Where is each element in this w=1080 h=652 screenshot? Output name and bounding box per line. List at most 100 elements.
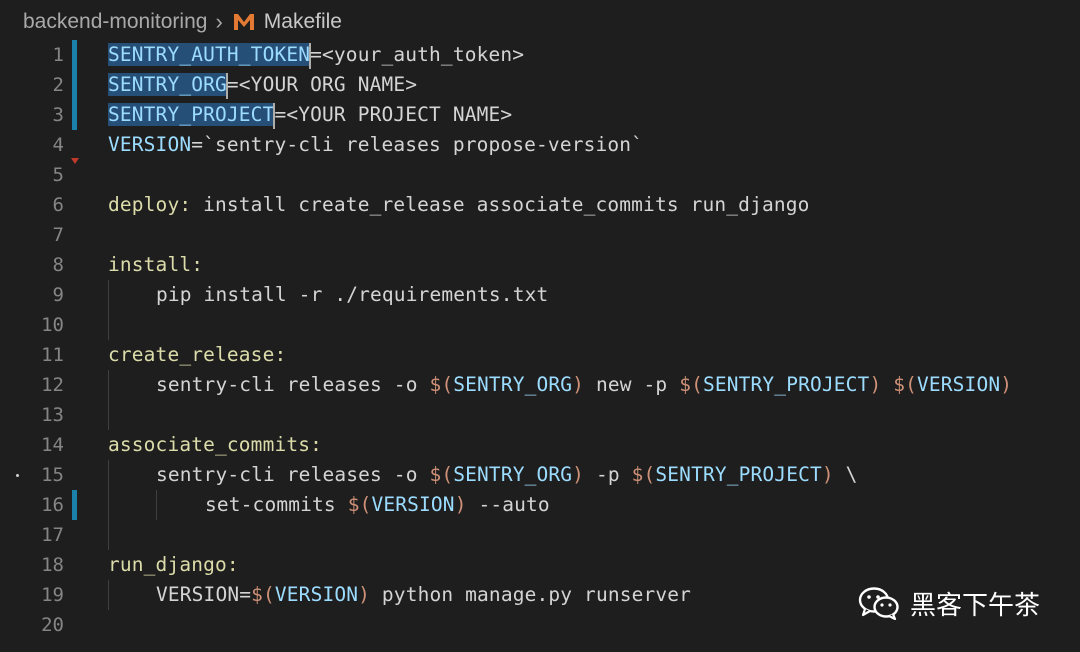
code-text[interactable]: SENTRY_AUTH_TOKEN=<your_auth_token> bbox=[108, 40, 524, 70]
macro-dollar: $ bbox=[679, 373, 692, 396]
modified-indicator[interactable] bbox=[72, 490, 77, 520]
line-number: 6 bbox=[52, 194, 64, 216]
watermark: 黑客下午茶 bbox=[858, 583, 1040, 623]
make-target: install: bbox=[108, 253, 204, 276]
code-text[interactable]: SENTRY_PROJECT=<YOUR PROJECT NAME> bbox=[108, 100, 512, 130]
code-line[interactable]: 1 SENTRY_AUTH_TOKEN=<your_auth_token> bbox=[0, 40, 1080, 70]
code-line[interactable]: 17 bbox=[0, 520, 1080, 550]
line-number: 11 bbox=[41, 344, 64, 366]
macro-paren: ) bbox=[572, 373, 585, 396]
text-cursor bbox=[273, 102, 276, 129]
shell-command: sentry-cli releases -o bbox=[156, 373, 430, 396]
line-number: 9 bbox=[52, 284, 64, 306]
code-line[interactable]: 12 sentry-cli releases -o $(SENTRY_ORG) … bbox=[0, 370, 1080, 400]
macro-paren: ) bbox=[821, 463, 834, 486]
line-number: 12 bbox=[41, 374, 64, 396]
code-line[interactable]: 16 set-commits $(VERSION) --auto bbox=[0, 490, 1080, 520]
code-text[interactable]: set-commits $(VERSION) --auto bbox=[205, 490, 550, 520]
indent-guide bbox=[156, 490, 157, 520]
macro-paren: ) bbox=[572, 463, 585, 486]
variable-name: VERSION bbox=[108, 133, 192, 156]
deleted-lines-marker-icon[interactable] bbox=[71, 158, 79, 164]
line-number: 10 bbox=[41, 314, 64, 336]
make-target: create_release: bbox=[108, 343, 287, 366]
value: <YOUR ORG NAME> bbox=[238, 73, 418, 96]
line-number: 16 bbox=[41, 494, 64, 516]
code-line[interactable]: 18 run_django: bbox=[0, 550, 1080, 580]
line-number: 18 bbox=[41, 554, 64, 576]
code-line[interactable]: 3 SENTRY_PROJECT=<YOUR PROJECT NAME> bbox=[0, 100, 1080, 130]
macro-paren: ( bbox=[691, 373, 703, 396]
macro-variable: SENTRY_PROJECT bbox=[655, 463, 822, 486]
code-text[interactable]: pip install -r ./requirements.txt bbox=[156, 280, 548, 310]
indent-guide bbox=[108, 370, 109, 400]
modified-indicator[interactable] bbox=[72, 70, 77, 100]
make-target: associate_commits: bbox=[108, 433, 323, 456]
indent-guide bbox=[108, 580, 109, 610]
line-number: 3 bbox=[52, 104, 64, 126]
code-line[interactable]: 9 pip install -r ./requirements.txt bbox=[0, 280, 1080, 310]
text-cursor bbox=[309, 42, 312, 69]
makefile-m-icon bbox=[233, 13, 255, 31]
make-target: deploy: bbox=[108, 193, 192, 216]
indent-guide bbox=[108, 520, 109, 550]
shell-command: sentry-cli releases -o bbox=[156, 463, 430, 486]
code-text[interactable]: sentry-cli releases -o $(SENTRY_ORG) new… bbox=[156, 370, 1012, 400]
operator: = bbox=[191, 133, 204, 156]
line-number: 17 bbox=[41, 524, 64, 546]
macro-dollar: $ bbox=[347, 493, 360, 516]
shell-command: pip install -r ./requirements.txt bbox=[156, 283, 549, 306]
code-line[interactable]: 20 bbox=[0, 610, 1080, 640]
code-line[interactable]: 4 VERSION=`sentry-cli releases propose-v… bbox=[0, 130, 1080, 160]
code-line[interactable]: 10 bbox=[0, 310, 1080, 340]
code-line[interactable]: 14 associate_commits: bbox=[0, 430, 1080, 460]
line-number: 13 bbox=[41, 404, 64, 426]
modified-indicator[interactable] bbox=[72, 100, 77, 130]
shell-command: VERSION= bbox=[156, 583, 252, 606]
make-target: run_django: bbox=[108, 553, 239, 576]
line-number: 7 bbox=[52, 224, 64, 246]
code-line[interactable]: 7 bbox=[0, 220, 1080, 250]
code-line[interactable]: 2 SENTRY_ORG=<YOUR ORG NAME> bbox=[0, 70, 1080, 100]
line-number: 1 bbox=[52, 44, 64, 66]
line-number: 8 bbox=[52, 254, 64, 276]
code-text[interactable]: sentry-cli releases -o $(SENTRY_ORG) -p … bbox=[156, 460, 858, 490]
code-text[interactable]: run_django: bbox=[108, 550, 239, 580]
code-line[interactable]: 8 install: bbox=[0, 250, 1080, 280]
macro-paren: ( bbox=[263, 583, 275, 606]
variable-name: SENTRY_PROJECT bbox=[108, 103, 275, 126]
variable-name: SENTRY_AUTH_TOKEN bbox=[108, 43, 311, 66]
macro-paren: ( bbox=[441, 373, 454, 396]
variable-name: SENTRY_ORG bbox=[108, 73, 227, 96]
breadcrumb-file[interactable]: Makefile bbox=[263, 10, 342, 33]
indent-guide bbox=[108, 310, 109, 340]
value: `sentry-cli releases propose-version` bbox=[203, 133, 644, 156]
code-line[interactable]: 11 create_release: bbox=[0, 340, 1080, 370]
macro-paren: ) bbox=[869, 373, 882, 396]
code-line[interactable]: 5 bbox=[0, 158, 1080, 190]
code-text[interactable]: VERSION=`sentry-cli releases propose-ver… bbox=[108, 130, 643, 160]
shell-command bbox=[881, 373, 893, 396]
code-line[interactable]: 19 VERSION=$(VERSION) python manage.py r… bbox=[0, 580, 1080, 610]
code-text[interactable]: SENTRY_ORG=<YOUR ORG NAME> bbox=[108, 70, 417, 100]
code-editor[interactable]: 1 SENTRY_AUTH_TOKEN=<your_auth_token> 2 … bbox=[0, 40, 1080, 652]
indent-guide bbox=[108, 400, 109, 430]
code-text[interactable]: deploy: install create_release associate… bbox=[108, 190, 810, 220]
macro-paren: ( bbox=[359, 493, 372, 516]
code-text[interactable]: install: bbox=[108, 250, 203, 280]
shell-command: -p bbox=[584, 463, 632, 486]
shell-command: new -p bbox=[584, 373, 680, 396]
code-text[interactable]: associate_commits: bbox=[108, 430, 322, 460]
shell-command: --auto bbox=[466, 493, 550, 516]
code-line[interactable]: 13 bbox=[0, 400, 1080, 430]
macro-paren: ( bbox=[643, 463, 656, 486]
code-line[interactable]: 15 sentry-cli releases -o $(SENTRY_ORG) … bbox=[0, 460, 1080, 490]
code-line[interactable]: 6 deploy: install create_release associa… bbox=[0, 190, 1080, 220]
code-text[interactable]: VERSION=$(VERSION) python manage.py runs… bbox=[156, 580, 691, 610]
macro-dollar: $ bbox=[429, 463, 442, 486]
shell-command: python manage.py runserver bbox=[370, 583, 692, 606]
modified-indicator[interactable] bbox=[72, 40, 77, 70]
macro-variable: VERSION bbox=[371, 493, 455, 516]
breadcrumb-folder[interactable]: backend-monitoring bbox=[23, 10, 208, 33]
code-text[interactable]: create_release: bbox=[108, 340, 286, 370]
